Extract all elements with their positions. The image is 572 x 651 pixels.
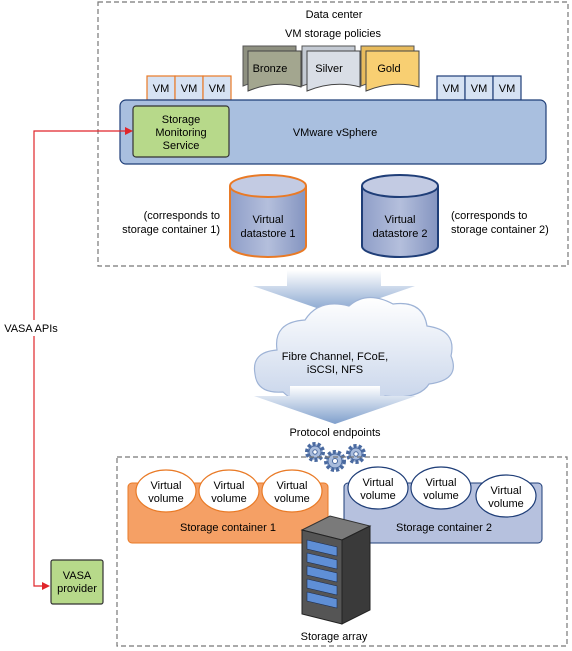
vm-group-left: VM VM VM (146, 75, 232, 101)
flow-arrow-top (253, 270, 415, 314)
data-center-frame (97, 1, 569, 267)
volume-line2: volume (211, 493, 246, 505)
gear-icon (305, 442, 325, 462)
protocol-endpoints-label: Protocol endpoints (289, 427, 381, 439)
vasa-provider-line1: VASA (63, 570, 92, 582)
volume-line2: volume (423, 490, 458, 502)
vm-group-right: VM VM VM (436, 75, 522, 101)
datastore-1-line1: Virtual (253, 214, 284, 226)
data-center-title: Data center (306, 9, 363, 21)
sms-line2: Monitoring (155, 127, 206, 139)
virtual-volume: Virtual volume (410, 466, 472, 510)
datastore-1-note-line1: (corresponds to (144, 210, 220, 222)
volume-line1: Virtual (426, 477, 457, 489)
datastore-1-line2: datastore 1 (240, 228, 295, 240)
storage-array-frame (116, 456, 568, 647)
vm-box (492, 75, 522, 101)
volume-line2: volume (488, 498, 523, 510)
volume-line1: Virtual (151, 480, 182, 492)
gear-icon (346, 444, 366, 464)
volume-line1: Virtual (491, 485, 522, 497)
virtual-volume: Virtual volume (135, 469, 197, 513)
vasa-api-connector (33, 130, 126, 587)
vm-box (202, 75, 232, 101)
volume-line1: Virtual (214, 480, 245, 492)
storage-array-label: Storage array (301, 631, 368, 643)
volume-line2: volume (148, 493, 183, 505)
volume-line2: volume (360, 490, 395, 502)
gear-icon (324, 450, 346, 472)
arrowhead-to-sms (125, 127, 133, 135)
volume-line1: Virtual (363, 477, 394, 489)
vm-label: VM (499, 83, 516, 95)
volume-line2: volume (274, 493, 309, 505)
vasa-provider (50, 559, 104, 605)
policy-bronze-label: Bronze (253, 63, 288, 75)
sms-line1: Storage (162, 114, 201, 126)
virtual-volume: Virtual volume (198, 469, 260, 513)
storage-monitoring-service (132, 105, 230, 158)
virtual-volume: Virtual volume (347, 466, 409, 510)
policy-gold-label: Gold (377, 63, 400, 75)
vm-box (436, 75, 466, 101)
virtual-volume: Virtual volume (475, 474, 537, 518)
virtual-volume: Virtual volume (261, 469, 323, 513)
vasa-apis-label-bg (2, 320, 66, 336)
virtual-datastore-1: Virtual datastore 1 (229, 174, 307, 258)
vsphere-label: VMware vSphere (293, 127, 377, 139)
virtual-datastore-2: Virtual datastore 2 (361, 174, 439, 258)
arrowhead-to-provider (42, 582, 50, 590)
datastore-2-line1: Virtual (385, 214, 416, 226)
vm-label: VM (443, 83, 460, 95)
storage-container-1-label: Storage container 1 (180, 522, 276, 534)
network-line1: Fibre Channel, FCoE, (282, 351, 388, 363)
datastore-2-note-line2: storage container 2) (451, 224, 549, 236)
vm-label: VM (153, 83, 170, 95)
flow-arrow-bottom (254, 386, 416, 424)
storage-array-rack-icon (300, 515, 372, 625)
policy-bronze: Bronze (242, 45, 302, 92)
policy-gold: Gold (360, 45, 420, 92)
vm-label: VM (181, 83, 198, 95)
vm-label: VM (209, 83, 226, 95)
volume-line1: Virtual (277, 480, 308, 492)
datastore-2-note-line1: (corresponds to (451, 210, 527, 222)
sms-line3: Service (163, 140, 200, 152)
vasa-provider-line2: provider (57, 583, 97, 595)
datastore-2-line2: datastore 2 (372, 228, 427, 240)
vasa-apis-label: VASA APIs (4, 323, 58, 335)
policy-silver: Silver (301, 45, 361, 92)
datastore-1-note-line2: storage container 1) (122, 224, 220, 236)
network-cloud: Fibre Channel, FCoE, iSCSI, NFS (253, 296, 454, 405)
vm-label: VM (471, 83, 488, 95)
storage-container-2-label: Storage container 2 (396, 522, 492, 534)
policies-title: VM storage policies (285, 28, 381, 40)
policy-silver-label: Silver (315, 63, 343, 75)
network-line2: iSCSI, NFS (307, 364, 363, 376)
